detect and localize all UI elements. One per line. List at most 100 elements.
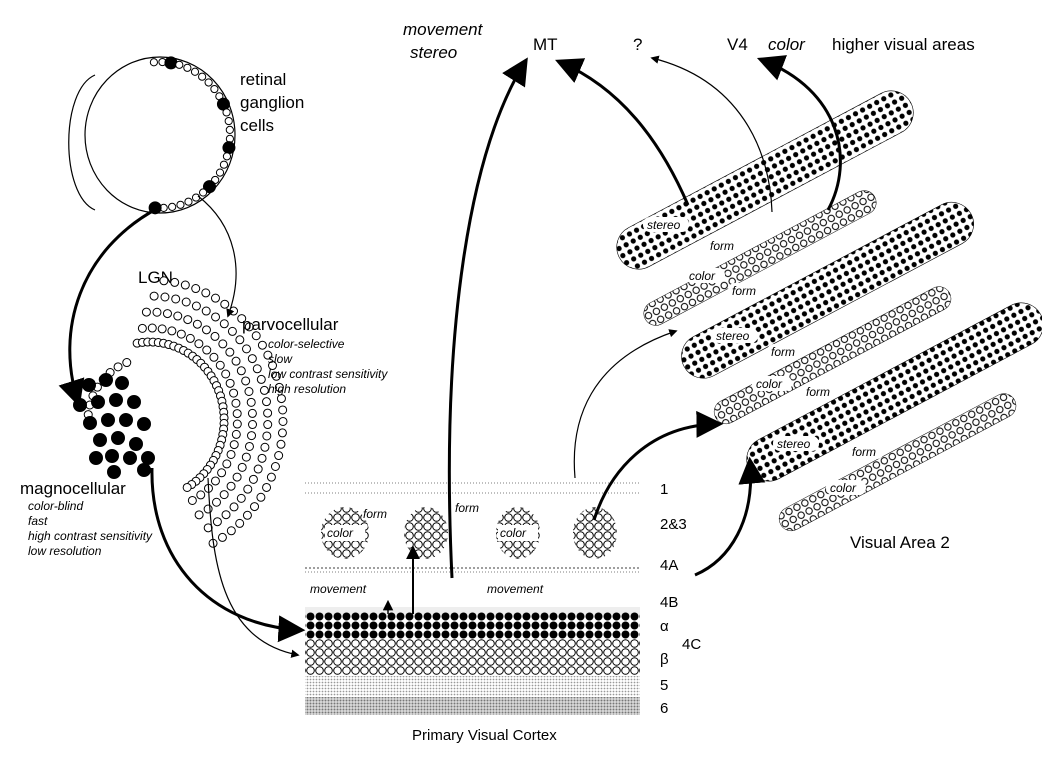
lgn-magno-cell (123, 451, 137, 465)
parvo-property-3: low contrast sensitivity (268, 367, 388, 381)
lgn-parvo-cell (226, 526, 236, 536)
lgn-parvo-cell (202, 345, 212, 355)
lgn-parvo-cell (231, 398, 241, 408)
v1-blob-2 (573, 507, 617, 559)
v2-color-label-2: color (756, 377, 783, 391)
magno-property-4: low resolution (28, 544, 102, 558)
v1-blob-1 (404, 507, 448, 559)
lgn-parvo-cell (210, 293, 220, 303)
lgn-parvo-cell (226, 481, 236, 491)
magnocellular-title: magnocellular (20, 479, 126, 498)
lgn-magno-cell (99, 373, 113, 387)
lgn-parvo-cell (237, 462, 247, 472)
v2-stripe-labels: stereo form color form stereo form color… (643, 217, 884, 495)
lgn-parvo-cell (219, 319, 229, 329)
lgn-parvo-cell (182, 482, 192, 492)
lgn-parvo-cell (235, 335, 245, 345)
lgn-parvo-cell (225, 347, 235, 357)
lgn-parvo-cell (263, 350, 273, 360)
v4-label: V4 (727, 35, 748, 54)
lgn-parvo-cell (187, 495, 197, 505)
parvo-property-1: color-selective (268, 337, 345, 351)
lgn-magno-cell (91, 395, 105, 409)
lgn-parvo-cell (262, 397, 272, 407)
lgn-parvo-cell (268, 361, 278, 371)
lgn-parvo-cell (270, 462, 280, 472)
retinal-cell-parvo (210, 84, 219, 94)
retina-label-line-3: cells (240, 116, 274, 135)
lgn-parvo-cell (256, 374, 266, 384)
lgn-parvo-cell (201, 288, 211, 298)
lgn-parvo-cell (232, 409, 242, 419)
lgn-label: LGN (138, 268, 173, 287)
lgn-parvo-cell (215, 360, 225, 370)
lgn-parvo-cell (266, 472, 276, 482)
v2-stereo-label-2: stereo (716, 329, 750, 343)
lgn-parvo-cell (263, 408, 273, 418)
layer-label-4c: 4C (682, 636, 701, 653)
lgn-parvo-cell (247, 354, 257, 364)
lgn-parvo-cell (170, 277, 180, 287)
lgn-magno-cell (105, 449, 119, 463)
lgn-parvo-cell (252, 364, 262, 374)
lgn-parvo-cell (277, 428, 287, 438)
lgn-parvo-cell (209, 352, 219, 362)
lgn-parvo-cell (152, 307, 162, 317)
lgn-parvo-cell (262, 431, 272, 441)
lgn-parvo-cell (250, 502, 260, 512)
v1-movement-label-1: movement (310, 582, 367, 596)
v1-form-label-2: form (455, 501, 479, 515)
v2-form-label-2: form (732, 284, 756, 298)
lgn-parvo-cell (251, 331, 261, 341)
parvocellular-title: parvocellular (242, 315, 339, 334)
lgn-parvo-cell (147, 323, 157, 333)
lgn-parvo-cell (226, 449, 236, 459)
lgn-magno-cell (119, 413, 133, 427)
mt-function-stereo: stereo (410, 43, 457, 62)
lgn-parvo-cell (196, 490, 206, 500)
v1-color-label-1: color (327, 526, 354, 540)
lgn-parvo-cell (201, 306, 211, 316)
lgn-cells (73, 276, 288, 548)
lgn-parvo-cell (167, 326, 177, 336)
lgn-parvo-cell (244, 387, 254, 397)
lgn-parvo-cell (137, 323, 147, 333)
layer-label-beta: β (660, 651, 669, 668)
arrow-blob-to-v2 (592, 410, 724, 521)
retinal-cell-parvo (168, 202, 177, 211)
lgn-parvo-cell (241, 452, 251, 462)
retinal-cell-parvo (198, 188, 208, 197)
lgn-parvo-cell (235, 518, 245, 528)
retinal-cell-parvo (222, 108, 231, 117)
layer-4c-beta (305, 639, 640, 675)
lgn-parvo-cell (253, 464, 263, 474)
magno-property-3: high contrast sensitivity (28, 529, 153, 543)
lgn-parvo-cell (181, 297, 191, 307)
lgn-parvo-cell (171, 294, 181, 304)
lgn-parvo-cell (159, 276, 169, 286)
lgn-parvo-cell (243, 484, 253, 494)
layer-label-4b: 4B (660, 594, 678, 611)
lgn-parvo-cell (185, 333, 195, 343)
arrow-v2-color-to-v4 (756, 55, 842, 211)
lgn-parvo-cell (149, 291, 159, 301)
lgn-parvo-cell (229, 440, 239, 450)
layer-label-4a: 4A (660, 557, 678, 574)
lens-outline (68, 74, 96, 211)
lgn-parvo-cell (259, 385, 269, 395)
lgn-parvo-cell (203, 504, 213, 514)
v2-color-label-3: color (830, 481, 857, 495)
eyeball-outline (84, 56, 236, 214)
retina-label-line-1: retinal (240, 70, 286, 89)
lgn-magno-cell (73, 398, 87, 412)
eye (68, 56, 236, 215)
arrow-retina-to-parvo (197, 195, 237, 318)
layer-label-6: 6 (660, 700, 668, 717)
arrow-magno-to-4calpha (150, 467, 306, 643)
retinal-cell-parvo (198, 72, 207, 81)
lgn-parvo-cell (203, 523, 213, 533)
lgn-magno-cell (129, 437, 143, 451)
primary-visual-cortex (305, 482, 640, 715)
lgn-parvo-cell (262, 482, 272, 492)
